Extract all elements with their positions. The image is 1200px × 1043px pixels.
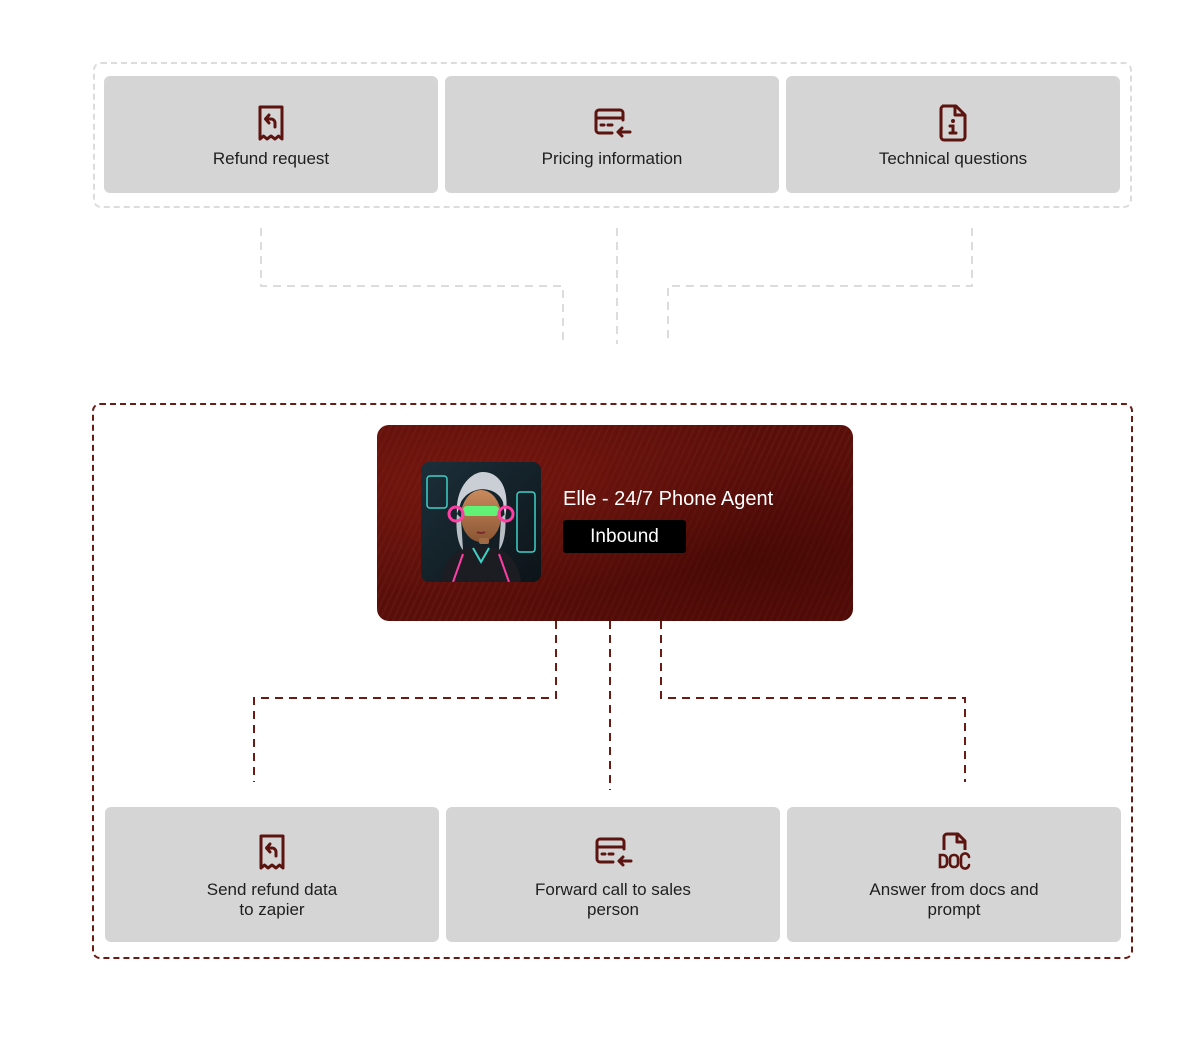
receipt-refund-icon bbox=[259, 834, 285, 869]
action-card-sales[interactable]: Forward call to sales person bbox=[446, 807, 780, 942]
action-card-docs[interactable]: Answer from docs and prompt bbox=[787, 807, 1121, 942]
agent-name: Elle - 24/7 Phone Agent bbox=[563, 488, 774, 510]
doc-file-icon bbox=[938, 832, 971, 870]
input-card-pricing[interactable]: Pricing information bbox=[445, 76, 779, 193]
connector-refund-to-agent bbox=[260, 228, 564, 344]
action-label: Forward call to sales person bbox=[535, 879, 691, 919]
agent-group bbox=[92, 403, 1133, 959]
file-info-icon bbox=[939, 104, 967, 141]
input-card-refund[interactable]: Refund request bbox=[104, 76, 438, 193]
input-card-technical[interactable]: Technical questions bbox=[786, 76, 1120, 193]
action-label: Answer from docs and prompt bbox=[869, 879, 1039, 919]
inputs-group bbox=[93, 62, 1132, 208]
agent-card[interactable]: Elle - 24/7 Phone Agent Inbound bbox=[377, 425, 853, 621]
input-label: Pricing information bbox=[541, 148, 683, 168]
input-label: Technical questions bbox=[878, 148, 1028, 168]
agent-type-badge: Inbound bbox=[563, 520, 686, 553]
action-card-refund[interactable]: Send refund data to zapier bbox=[105, 807, 439, 942]
avatar bbox=[421, 462, 541, 582]
input-label: Refund request bbox=[212, 148, 330, 168]
action-label: Send refund data to zapier bbox=[206, 879, 338, 919]
credit-card-incoming-icon bbox=[595, 837, 633, 866]
connector-technical-to-agent bbox=[667, 228, 973, 344]
credit-card-incoming-icon bbox=[594, 108, 632, 137]
receipt-refund-icon bbox=[258, 105, 284, 140]
